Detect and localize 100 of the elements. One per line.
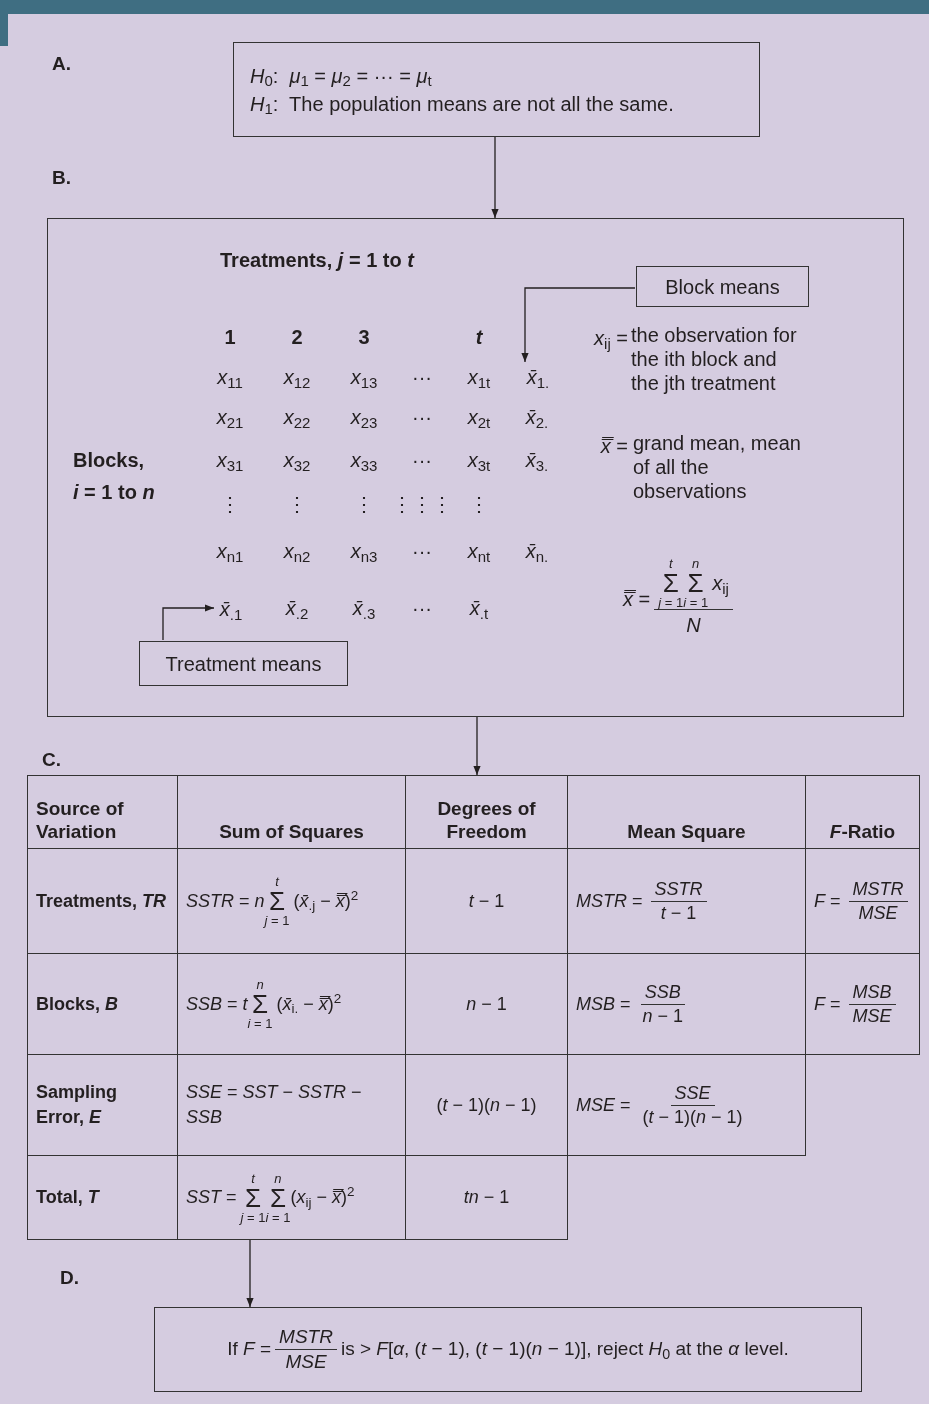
matrix-entry: ⋮ — [354, 492, 374, 517]
formula-text: F = — [814, 889, 841, 913]
sigma-symbol: Σ — [252, 991, 269, 1017]
decision-box — [154, 1307, 862, 1392]
matrix-entry: x$_{n3}$ — [350, 539, 378, 566]
panel-heading: Treatments, j = 1 to t — [220, 248, 414, 273]
column-number: t — [475, 325, 483, 350]
panel-heading: i = 1 to n — [73, 480, 155, 505]
denominator: t − 1 — [659, 901, 698, 924]
denominator: (t − 1)(n − 1) — [641, 1105, 744, 1128]
matrix-entry: ··· — [412, 405, 432, 430]
section-letter: B. — [52, 166, 71, 190]
callout-text: Block means — [665, 274, 780, 300]
denominator: N — [686, 613, 701, 638]
sigma-symbol: Σ — [268, 888, 286, 914]
matrix-entry-text: x̄$_{.1}$ — [219, 597, 243, 624]
formula-text: SST = — [186, 1186, 237, 1210]
row-heading: Source of Variation — [36, 796, 125, 844]
column-number: 1 — [224, 325, 236, 350]
sum-limit: i = 1 — [247, 1017, 273, 1030]
arrow — [491, 136, 499, 219]
sum-limit: n — [256, 978, 264, 991]
section-letter: D. — [60, 1266, 79, 1290]
formula-text: (t − 1)(n − 1) — [436, 1093, 537, 1117]
sigma-symbol: Σ — [244, 1184, 262, 1211]
sum-limit: n — [274, 1171, 282, 1185]
matrix-entry: x̄$_{n.}$ — [525, 539, 549, 566]
formula-text: x$_{ij}$ = — [594, 326, 628, 353]
denominator: MSE — [851, 1004, 893, 1027]
formula-text: (x$_{ij}$ − x̿)$^{2}$ — [290, 1185, 355, 1210]
callout-box — [139, 641, 348, 686]
formula-text: MSTR = — [576, 889, 643, 913]
sum-limit: j = 1 — [264, 914, 290, 927]
hypothesis-box — [233, 42, 760, 137]
matrix-entry: ··· — [412, 539, 432, 564]
matrix-entry: x̄$_{3.}$ — [525, 448, 549, 475]
matrix-entry: x$_{n1}$ — [216, 539, 244, 566]
sum-limit: t — [668, 557, 673, 570]
denominator: MSE — [857, 901, 899, 924]
decision-text: is > F[α, (t − 1), (t − 1)(n − 1)], reject H$_{0}$ at the α level. — [340, 1337, 789, 1364]
matrix-entry: x$_{22}$ — [283, 405, 311, 432]
formula-text: SSB = t — [186, 992, 248, 1016]
arrow — [521, 287, 636, 363]
matrix-entry: x$_{33}$ — [350, 448, 378, 475]
section-letter: C. — [42, 748, 61, 772]
matrix-entry: ⋮ — [469, 492, 489, 517]
matrix-entry: x$_{31}$ — [216, 448, 244, 475]
formula-text: x̿ = — [600, 434, 628, 459]
matrix-entry: x$_{13}$ — [350, 365, 378, 392]
arrow — [162, 604, 215, 641]
sum-limit: t — [251, 1171, 255, 1185]
matrix-entry: x̄$_{2.}$ — [525, 405, 549, 432]
definition-text: grand mean, mean of all the observations — [633, 431, 801, 503]
callout-box — [636, 266, 809, 307]
sum-limit: t — [275, 875, 279, 888]
formula-text: SSTR = n — [186, 889, 265, 913]
matrix-entry: x$_{23}$ — [350, 405, 378, 432]
row-heading: Sum of Squares — [219, 820, 364, 844]
formula-text: n − 1 — [466, 992, 507, 1016]
sum-limit: j = 1 — [240, 1210, 266, 1224]
formula-text: SSE = SST − SSTR − SSB — [186, 1081, 363, 1129]
sum-limit: n — [692, 557, 700, 570]
numerator: MSB — [848, 981, 896, 1005]
formula-text: t − 1 — [468, 889, 505, 913]
matrix-entry-text: x̄$_{1.}$ — [526, 365, 550, 392]
matrix-entry: x$_{2t}$ — [467, 405, 491, 432]
matrix-entry: x$_{nt}$ — [467, 539, 491, 566]
hypothesis-text: H$_{0}$: μ$_{1}$ = μ$_{2}$ = ··· = μ$_{t}$ — [250, 63, 433, 90]
matrix-entry: ··· — [412, 448, 432, 473]
matrix-entry: ⋮⋮⋮ — [392, 492, 452, 517]
formula-text: (x̄$_{i.}$ − x̿)$^{2}$ — [276, 991, 342, 1017]
row-heading: Sampling Error, E — [36, 1081, 118, 1129]
formula-text: tn − 1 — [463, 1186, 510, 1210]
matrix-entry: ⋮ — [220, 492, 240, 517]
matrix-entry: ··· — [412, 365, 432, 390]
numerator: MSTR — [275, 1325, 337, 1350]
sum-limit: j = 1 — [658, 596, 684, 609]
sigma-symbol: Σ — [662, 570, 679, 596]
sigma-symbol: Σ — [687, 570, 704, 596]
denominator: n − 1 — [641, 1004, 685, 1027]
matrix-entry: x$_{32}$ — [283, 448, 311, 475]
row-heading: Blocks, B — [36, 992, 119, 1016]
numerator: SSTR — [650, 878, 707, 902]
formula-text: x̿ = — [623, 586, 651, 612]
matrix-entry: x$_{12}$ — [283, 365, 311, 392]
row-heading: Total, T — [36, 1186, 99, 1210]
matrix-entry: x$_{n2}$ — [283, 539, 311, 566]
hypothesis-text: H$_{1}$: The population means are not all the same. — [250, 91, 675, 118]
matrix-entry: x$_{1t}$ — [467, 365, 491, 392]
column-number: 3 — [358, 325, 370, 350]
matrix-entry: x̄$_{.2}$ — [285, 596, 309, 623]
formula-text: MSE = — [576, 1093, 631, 1117]
sum-limit: i = 1 — [683, 596, 709, 609]
formula-text: F = — [814, 992, 841, 1016]
formula-text: (x̄$_{.j}$ − x̿)$^{2}$ — [293, 888, 359, 914]
formula-text: MSB = — [576, 992, 631, 1016]
sum-limit: i = 1 — [265, 1210, 291, 1224]
row-heading: Mean Square — [627, 820, 746, 844]
arrow — [473, 716, 481, 776]
matrix-entry: x$_{3t}$ — [467, 448, 491, 475]
